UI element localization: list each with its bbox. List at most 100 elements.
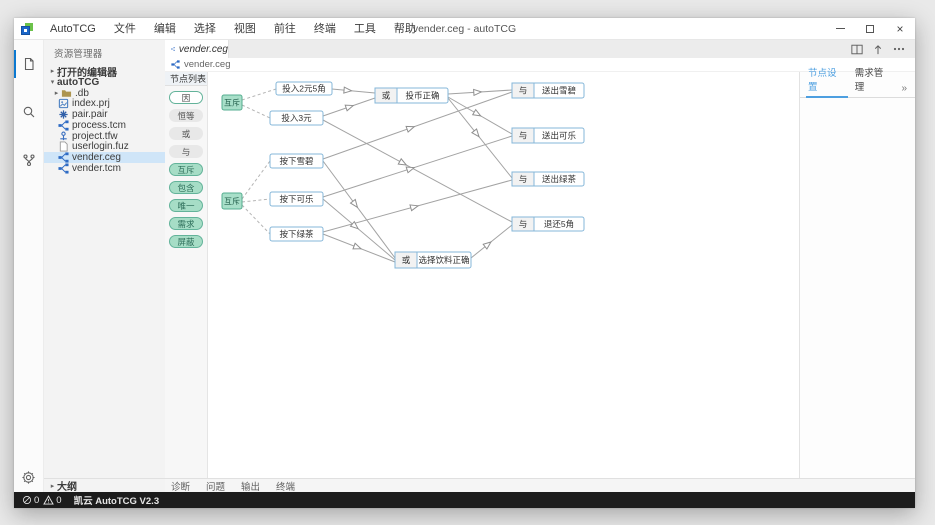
svg-text:与: 与 <box>519 131 528 141</box>
graph-node-effect-refund-5j[interactable]: 与退还5角 <box>511 216 585 232</box>
section-open-editors[interactable]: ▸ 打开的编辑器 <box>44 66 165 79</box>
palette-item-mask[interactable]: 屏蔽 <box>169 235 203 248</box>
file-item-vender-tcm[interactable]: vender.tcm <box>44 163 165 174</box>
svg-text:互斥: 互斥 <box>224 196 240 206</box>
graph-node-cause-insert-3y[interactable]: 投入3元 <box>269 110 324 126</box>
svg-text:与: 与 <box>519 174 528 184</box>
palette-item-identity[interactable]: 恒等 <box>169 109 203 122</box>
palette-item-include[interactable]: 包含 <box>169 181 203 194</box>
graph-node-cause-press-sprite[interactable]: 按下雪碧 <box>269 153 324 169</box>
palette-item-requirement[interactable]: 需求 <box>169 217 203 230</box>
menu-tools[interactable]: 工具 <box>353 22 376 35</box>
svg-text:退还5角: 退还5角 <box>544 219 574 229</box>
arrowhead-icon <box>405 125 416 133</box>
menu-go[interactable]: 前往 <box>273 22 296 35</box>
app-window: AutoTCG 文件 编辑 选择 视图 前往 终端 工具 帮助 vender.c… <box>13 18 915 508</box>
tab-requirement-mgmt[interactable]: 需求管理 <box>854 68 884 93</box>
graph-node-relation-mutex-1[interactable]: 互斥 <box>221 94 243 111</box>
plain-file-icon <box>58 141 69 153</box>
tab-problems[interactable]: 问题 <box>206 481 226 493</box>
graph-edge <box>241 104 271 119</box>
arrowhead-icon <box>473 88 483 97</box>
more-actions-icon[interactable] <box>893 47 905 51</box>
arrowhead-icon <box>352 242 363 250</box>
graph-node-effect-out-tea[interactable]: 与送出绿茶 <box>511 171 585 187</box>
menu-edit[interactable]: 编辑 <box>153 22 176 35</box>
tab-output[interactable]: 输出 <box>241 481 261 493</box>
graph-node-relation-mutex-2[interactable]: 互斥 <box>221 192 243 210</box>
bottom-panel-tabs: 诊断 问题 输出 终端 <box>165 478 915 493</box>
chevron-right-icon: ▸ <box>50 68 55 76</box>
tab-node-settings[interactable]: 节点设置 <box>806 65 848 98</box>
graph-node-effect-out-cola[interactable]: 与送出可乐 <box>511 127 585 144</box>
maximize-button[interactable] <box>855 18 885 40</box>
tab-vender-ceg[interactable]: vender.ceg <box>165 40 229 58</box>
arrowhead-icon <box>482 241 492 250</box>
menu-view[interactable]: 视图 <box>233 22 256 35</box>
file-item-vender-ceg[interactable]: vender.ceg <box>44 152 165 163</box>
editor-actions <box>851 40 915 58</box>
split-editor-icon[interactable] <box>851 44 863 55</box>
palette-item-cause[interactable]: 因 <box>169 91 203 104</box>
graph-node-cause-press-cola[interactable]: 按下可乐 <box>269 191 324 207</box>
close-button[interactable]: × <box>896 21 904 36</box>
error-status[interactable]: 0 <box>22 495 39 506</box>
warning-status[interactable]: 0 <box>43 495 62 506</box>
tab-terminal[interactable]: 终端 <box>276 481 296 493</box>
explorer-header: 资源管理器 <box>54 49 103 60</box>
palette-header: 节点列表 <box>165 72 207 86</box>
file-item-userlogin-fuz[interactable]: userlogin.fuz <box>44 141 165 153</box>
collapse-panel-icon[interactable]: » <box>901 83 907 94</box>
properties-tabs: 节点设置 需求管理 » <box>800 68 915 98</box>
graph-node-cause-press-tea[interactable]: 按下绿茶 <box>269 226 324 242</box>
graph-node-gate-select-correct[interactable]: 或选择饮料正确 <box>394 251 472 269</box>
menu-file[interactable]: 文件 <box>113 22 136 35</box>
ceg-canvas[interactable]: 互斥互斥投入2元5角投入3元按下雪碧按下可乐按下绿茶或投币正确或选择饮料正确与送… <box>208 72 799 478</box>
palette-item-and[interactable]: 与 <box>169 145 203 158</box>
svg-text:或: 或 <box>402 255 411 265</box>
tfw-file-icon <box>58 131 69 142</box>
svg-text:互斥: 互斥 <box>224 98 240 108</box>
menu-bar: AutoTCG 文件 编辑 选择 视图 前往 终端 工具 帮助 <box>41 18 425 40</box>
search-icon[interactable] <box>14 88 44 136</box>
source-control-icon[interactable] <box>14 136 44 184</box>
error-icon <box>22 495 32 505</box>
explorer-sidebar: 资源管理器 ▸ 打开的编辑器 ▾ autoTCG ▸ .db index.prj… <box>44 40 165 478</box>
window-controls: × <box>825 18 915 40</box>
chevron-down-icon: ▾ <box>50 79 55 87</box>
graph-node-effect-out-sprite[interactable]: 与送出雪碧 <box>511 82 585 99</box>
graph-node-gate-coin-correct[interactable]: 或投币正确 <box>374 87 449 104</box>
menu-selection[interactable]: 选择 <box>193 22 216 35</box>
outline-label: 大纲 <box>57 482 77 493</box>
folder-icon <box>61 88 72 99</box>
file-item-db[interactable]: ▸ .db <box>44 88 165 99</box>
chevron-right-icon: ▸ <box>50 482 55 490</box>
palette-item-unique[interactable]: 唯一 <box>169 199 203 212</box>
file-item-project-tfw[interactable]: project.tfw <box>44 131 165 142</box>
section-workspace[interactable]: ▾ autoTCG <box>44 77 165 88</box>
graph-node-cause-insert-2y5j[interactable]: 投入2元5角 <box>275 81 333 96</box>
graph-file-icon <box>171 47 175 51</box>
graph-file-icon <box>58 163 69 174</box>
menu-app[interactable]: AutoTCG <box>50 22 96 35</box>
file-item-index-prj[interactable]: index.prj <box>44 98 165 109</box>
palette-item-mutex[interactable]: 互斥 <box>169 163 203 176</box>
up-arrow-icon[interactable] <box>873 44 883 55</box>
svg-text:投入3元: 投入3元 <box>281 113 312 123</box>
menu-terminal[interactable]: 终端 <box>313 22 336 35</box>
palette-item-or[interactable]: 或 <box>169 127 203 140</box>
node-palette: 节点列表 因 恒等 或 与 互斥 包含 唯一 需求 屏蔽 <box>165 72 208 478</box>
explorer-icon[interactable] <box>13 40 44 88</box>
settings-gear-icon[interactable] <box>14 464 44 490</box>
breadcrumb[interactable]: vender.ceg <box>165 58 915 72</box>
file-item-process-tcm[interactable]: process.tcm <box>44 120 165 131</box>
minimize-button[interactable] <box>825 18 855 40</box>
outline-section[interactable]: ▸ 大纲 <box>44 478 165 493</box>
graph-edge <box>241 204 271 235</box>
file-item-pair-pair[interactable]: pair.pair <box>44 109 165 120</box>
graph-edge <box>322 135 513 198</box>
arrowhead-icon <box>471 128 480 138</box>
tab-diagnostics[interactable]: 诊断 <box>171 481 191 493</box>
graph-edge <box>241 198 271 203</box>
menu-help[interactable]: 帮助 <box>393 22 416 35</box>
